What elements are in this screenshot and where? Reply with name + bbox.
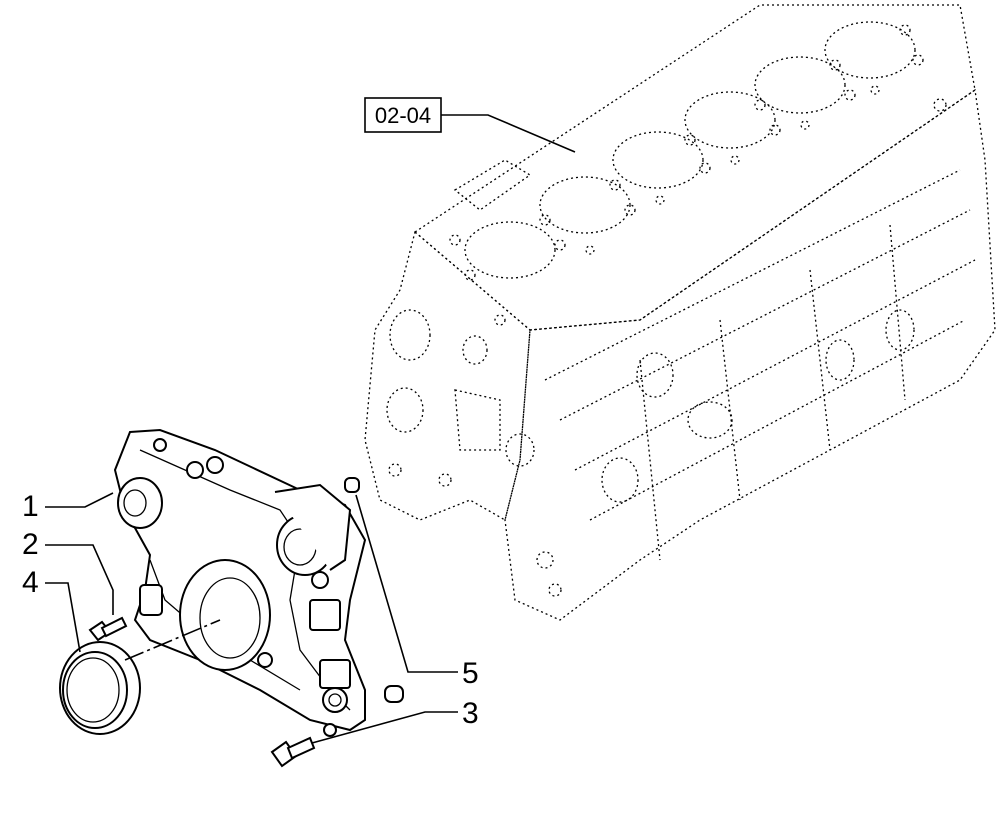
callout-5-label: 5 <box>462 657 479 690</box>
callout-3-leader <box>311 711 458 744</box>
bolt-3 <box>270 736 316 768</box>
engine-block <box>364 4 996 621</box>
assembly-axis-line <box>124 619 221 661</box>
callout-4-leader <box>45 582 81 653</box>
callout-4-label: 4 <box>22 566 39 599</box>
cylinder-bore <box>464 221 556 279</box>
reference-box: 02-04 <box>364 97 442 133</box>
callout-2-label: 2 <box>22 528 39 561</box>
callout-3-label: 3 <box>462 697 479 730</box>
crankshaft-seal-bore <box>179 559 271 671</box>
callout-1-leader <box>45 492 114 508</box>
cylinder-bore <box>824 21 916 79</box>
cylinder-bore <box>684 91 776 149</box>
cylinder-bore <box>612 131 704 189</box>
callout-5-leader <box>355 494 458 673</box>
cylinder-bore <box>539 176 631 234</box>
mounting-boss <box>117 477 163 529</box>
crankshaft-oil-seal <box>59 641 141 735</box>
cylinder-bore <box>754 56 846 114</box>
reference-box-label: 02-04 <box>375 103 431 128</box>
reference-leader-line <box>441 114 576 153</box>
callout-1-label: 1 <box>22 490 39 523</box>
dowel-pin-5-top <box>344 477 360 493</box>
dowel-pin-5 <box>384 685 404 703</box>
bolt-2 <box>88 616 128 642</box>
callout-2-leader <box>45 544 114 615</box>
timing-cover <box>113 428 367 737</box>
